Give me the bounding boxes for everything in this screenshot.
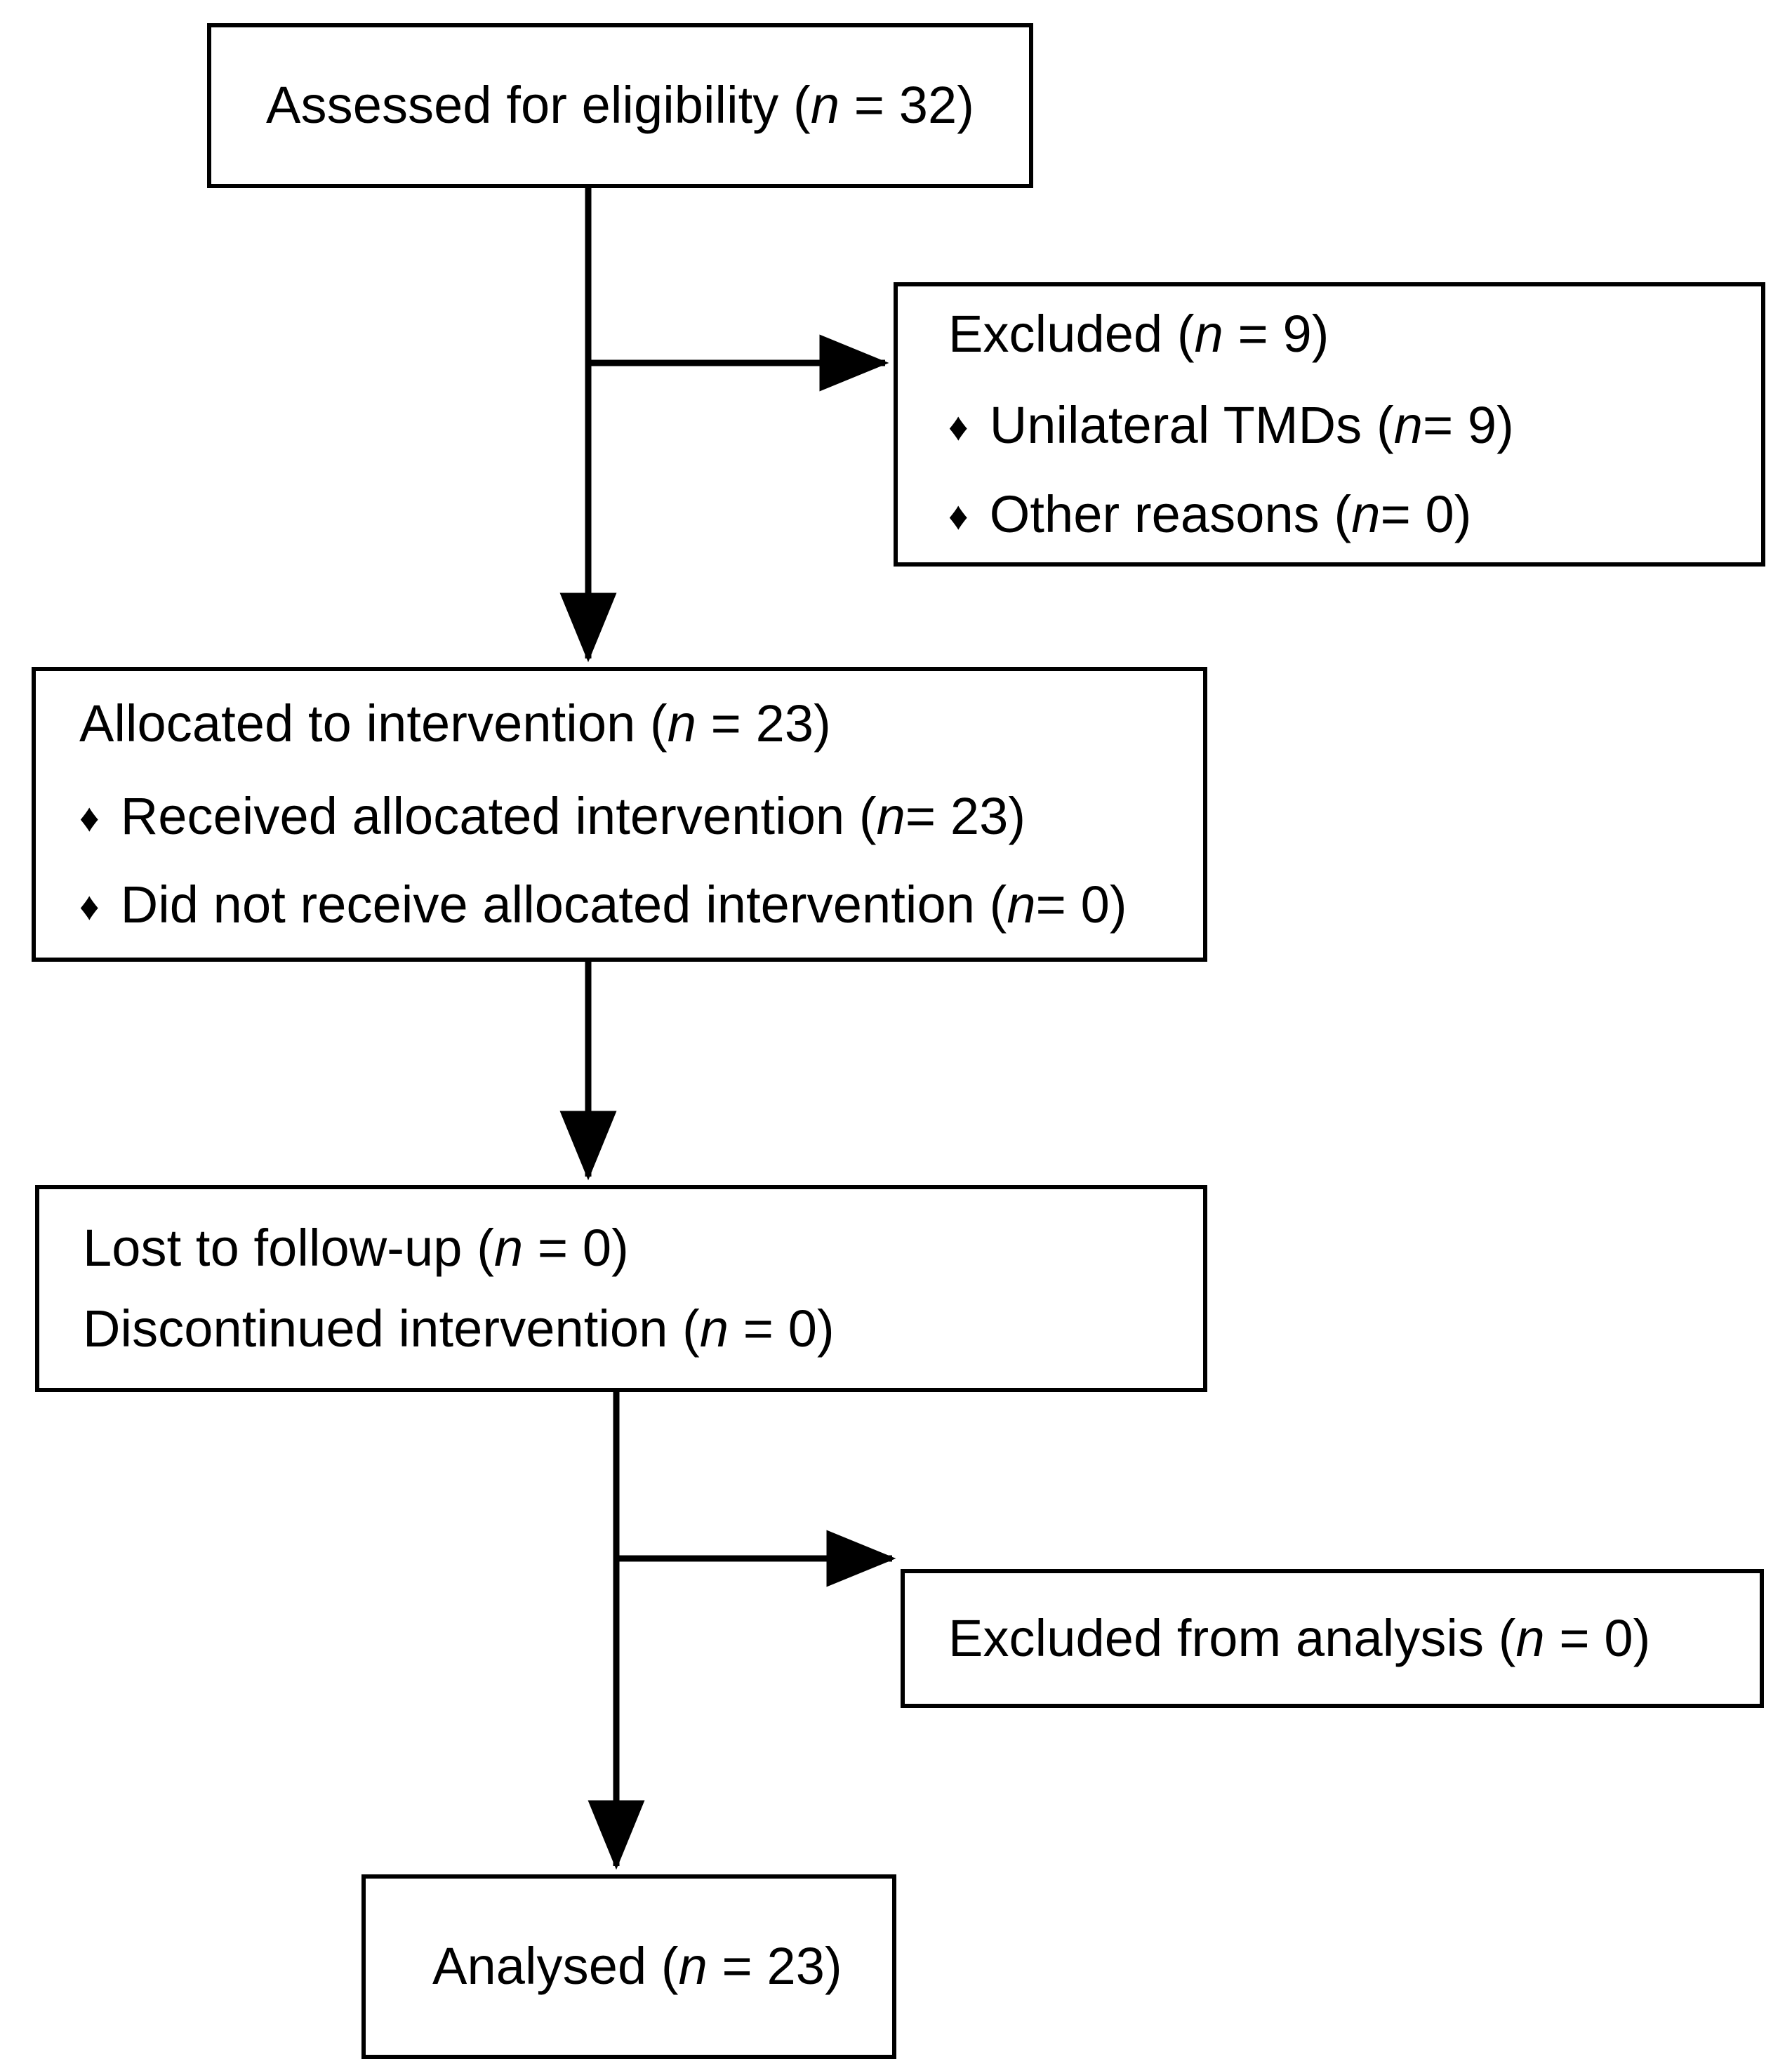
italic-n: n xyxy=(1007,875,1036,934)
node-assessed-for-eligibility: Assessed for eligibility (n = 32) xyxy=(207,23,1033,188)
italic-n: n xyxy=(699,1299,729,1358)
diamond-bullet-icon: ♦ xyxy=(79,884,100,929)
node-excluded-from-analysis: Excluded from analysis (n = 0) xyxy=(901,1569,1764,1708)
diamond-bullet-icon: ♦ xyxy=(948,493,969,538)
node-analysed: Analysed (n = 23) xyxy=(361,1874,896,2059)
node-follow-up: Lost to follow-up (n = 0) Discontinued i… xyxy=(35,1185,1207,1392)
allocated-bullet-item: ♦Received allocated intervention (n = 23… xyxy=(79,783,1203,850)
italic-n: n xyxy=(810,76,840,135)
italic-n: n xyxy=(667,694,696,753)
node-allocated-to-intervention: Allocated to intervention (n = 23) ♦Rece… xyxy=(32,667,1207,962)
excluded-bullet-item: ♦Unilateral TMDs (n = 9) xyxy=(948,392,1761,459)
allocated-bullet-item: ♦Did not receive allocated intervention … xyxy=(79,871,1203,939)
excluded-from-analysis-label: Excluded from analysis (n = 0) xyxy=(948,1608,1651,1667)
analysed-label: Analysed (n = 23) xyxy=(432,1937,842,1996)
allocated-heading: Allocated to intervention (n = 23) xyxy=(79,694,831,753)
discontinued-intervention-label: Discontinued intervention (n = 0) xyxy=(83,1299,835,1358)
diamond-bullet-icon: ♦ xyxy=(948,404,969,449)
excluded-heading: Excluded (n = 9) xyxy=(948,305,1329,364)
excluded-bullet-item: ♦Other reasons (n = 0) xyxy=(948,481,1761,548)
italic-n: n xyxy=(1393,396,1423,455)
node-excluded: Excluded (n = 9) ♦Unilateral TMDs (n = 9… xyxy=(894,282,1765,567)
assessed-label: Assessed for eligibility (n = 32) xyxy=(266,76,974,135)
diamond-bullet-icon: ♦ xyxy=(79,795,100,840)
italic-n: n xyxy=(493,1219,524,1278)
italic-n: n xyxy=(678,1937,708,1996)
lost-to-follow-up-label: Lost to follow-up (n = 0) xyxy=(83,1219,629,1278)
italic-n: n xyxy=(1351,484,1381,543)
italic-n: n xyxy=(1194,305,1223,364)
italic-n: n xyxy=(1515,1608,1545,1667)
italic-n: n xyxy=(876,786,905,845)
